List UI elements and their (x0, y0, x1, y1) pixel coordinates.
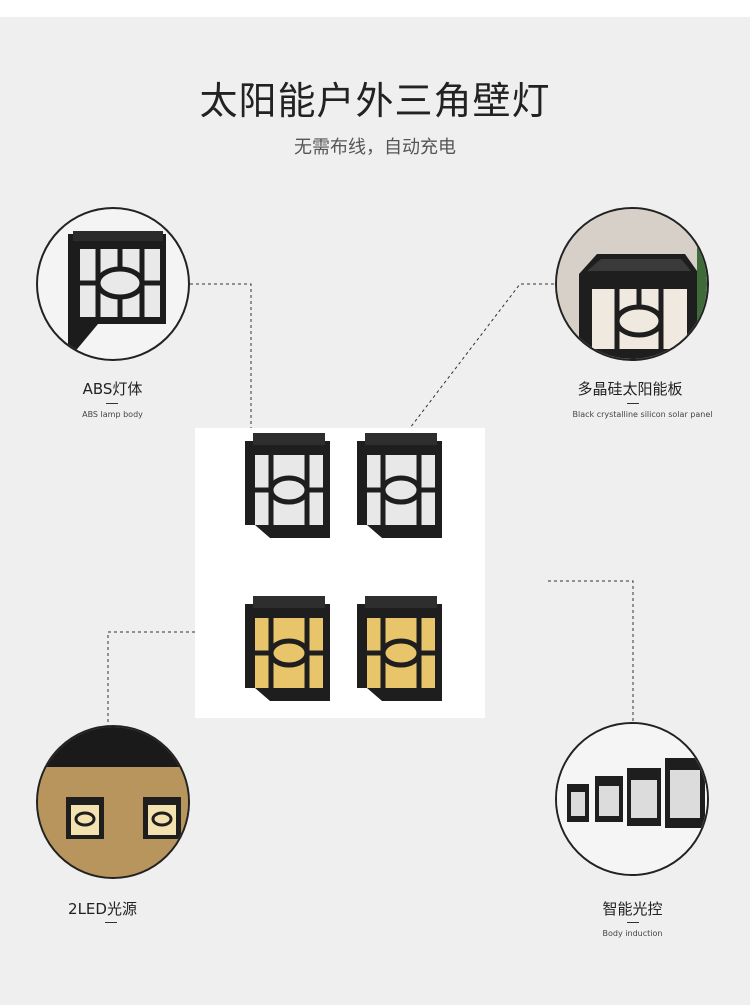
page-title: 太阳能户外三角壁灯 (199, 79, 551, 123)
solar-panel-image (555, 207, 709, 361)
smart-label-en: Body induction (602, 929, 663, 938)
abs-lamp-image (36, 207, 190, 361)
page-subtitle: 无需布线，自动充电 (294, 137, 456, 158)
led-label: 2LED光源 (68, 900, 137, 918)
led-light-image (36, 725, 190, 879)
solar-label-dash (627, 403, 639, 404)
top-strip (0, 0, 750, 17)
lamp-warm-2 (357, 596, 442, 701)
lamp-warm-1 (245, 596, 330, 701)
smart-label: 智能光控 (602, 900, 663, 918)
smart-control-image (555, 722, 709, 876)
smart-label-dash (627, 922, 639, 923)
product-grid (195, 428, 485, 718)
abs-label-en: ABS lamp body (82, 410, 143, 419)
solar-label: 多晶硅太阳能板 (577, 380, 683, 398)
lamp-cool-1 (245, 433, 330, 538)
solar-label-en: Black crystalline silicon solar panel (572, 410, 713, 419)
led-label-dash (105, 922, 117, 923)
lamp-cool-2 (357, 433, 442, 538)
abs-label: ABS灯体 (82, 380, 143, 398)
abs-label-dash (106, 403, 118, 404)
